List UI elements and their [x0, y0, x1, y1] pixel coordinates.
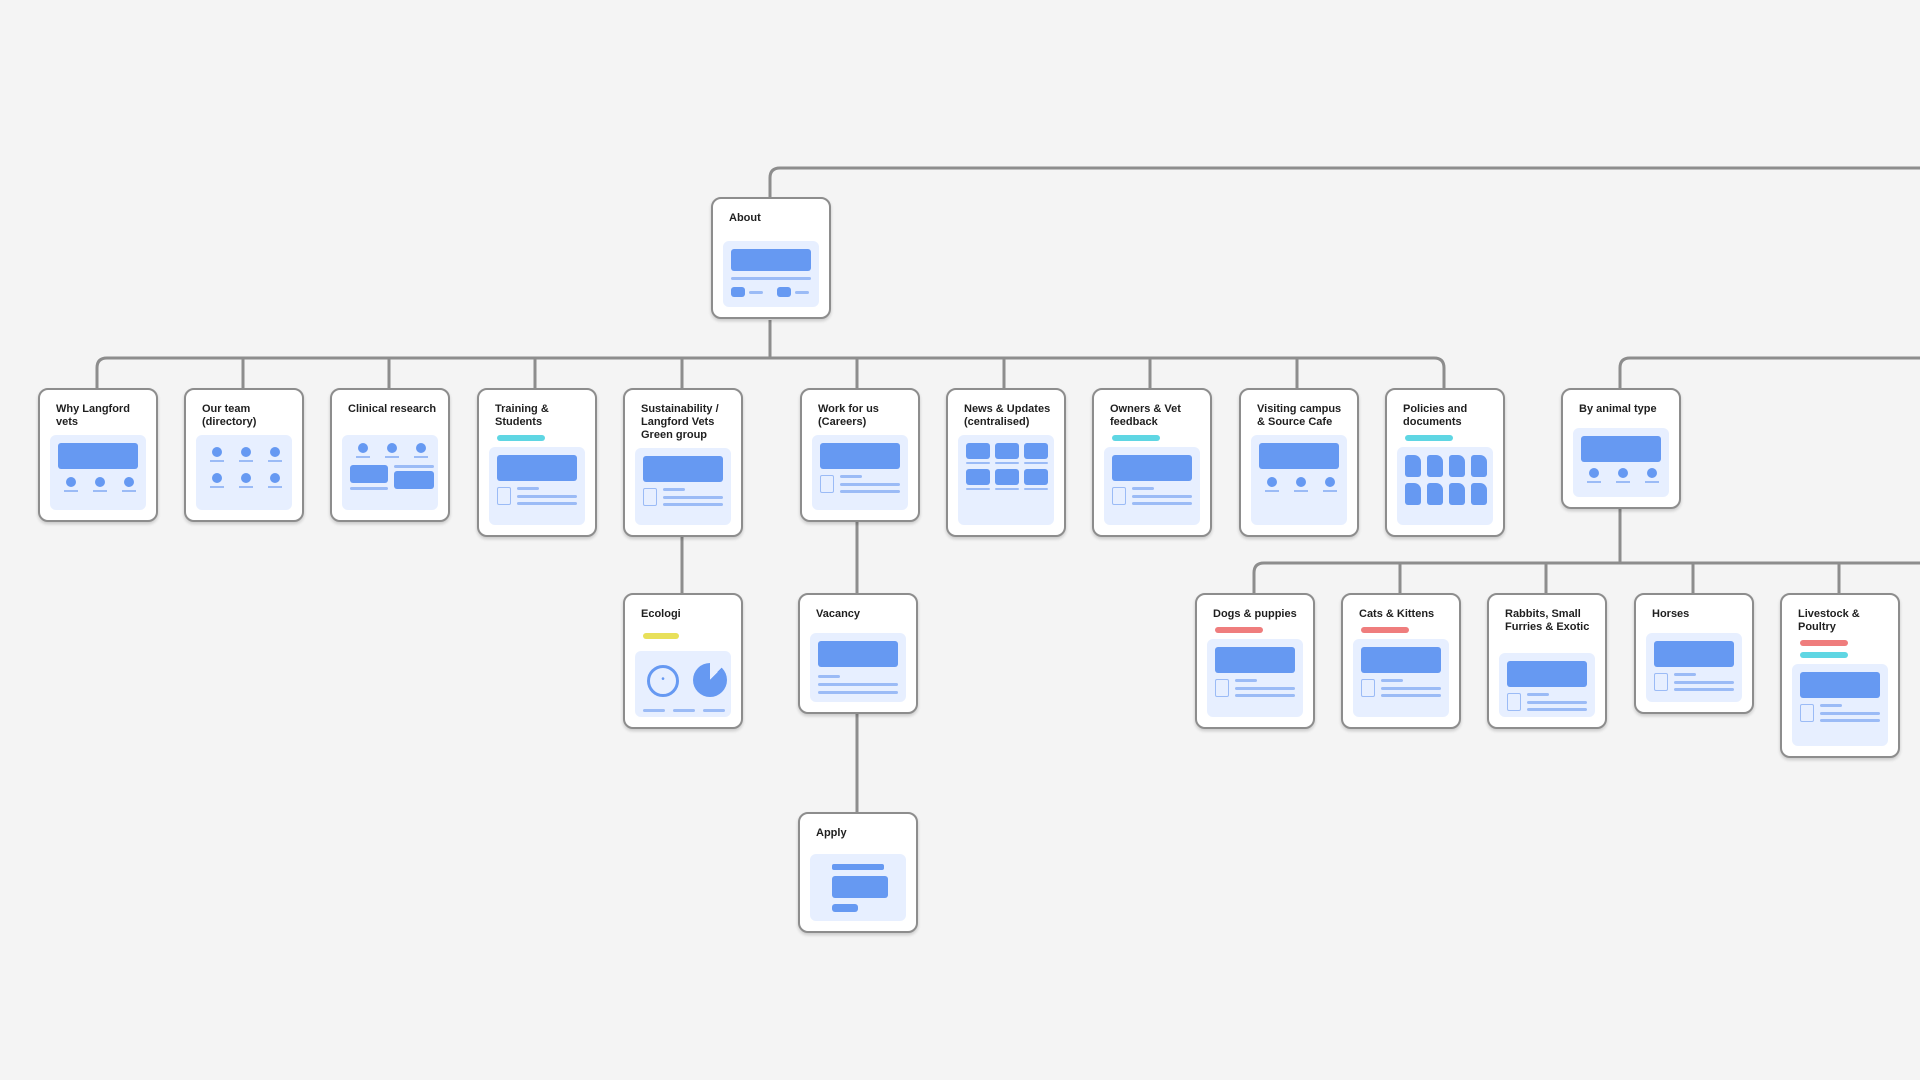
work-for-us-careers-card[interactable]: Work for us (Careers) [800, 388, 920, 522]
ecologi-card[interactable]: Ecologi [623, 593, 743, 729]
sustainability-langford-vets-green-group-card[interactable]: Sustainability / Langford Vets Green gro… [623, 388, 743, 537]
our-team-directory-card-title: Our team (directory) [202, 403, 257, 428]
owners-vet-feedback-card-title: Owners & Vet feedback [1110, 403, 1181, 428]
training-students-card-title: Training & Students [495, 403, 549, 428]
page-thumbnail [1104, 447, 1200, 525]
status-badge [1361, 627, 1409, 633]
visiting-campus-source-cafe-card[interactable]: Visiting campus & Source Cafe [1239, 388, 1359, 537]
page-thumbnail [342, 435, 438, 510]
visiting-campus-source-cafe-card-title: Visiting campus & Source Cafe [1257, 403, 1342, 428]
page-thumbnail [1251, 435, 1347, 525]
clinical-research-card[interactable]: Clinical research [330, 388, 450, 522]
vacancy-thumbnail [810, 633, 906, 702]
status-badge [1800, 652, 1848, 658]
page-thumbnail [958, 435, 1054, 525]
horses-card-title: Horses [1652, 608, 1690, 620]
cats-kittens-card-title: Cats & Kittens [1359, 608, 1435, 620]
by-animal-type-card-title: By animal type [1579, 403, 1657, 415]
why-langford-vets-card-title: Why Langford vets [56, 403, 130, 428]
by-animal-type-thumbnail [1573, 428, 1669, 497]
vacancy-card-title: Vacancy [816, 608, 861, 620]
page-thumbnail [635, 448, 731, 525]
livestock-poultry-card-title: Livestock & Poultry [1798, 608, 1860, 633]
page-thumbnail [489, 447, 585, 525]
owners-vet-feedback-card[interactable]: Owners & Vet feedback [1092, 388, 1212, 537]
by-animal-type-card[interactable]: By animal type [1561, 388, 1681, 509]
status-badge [497, 435, 545, 441]
cats-kittens-card[interactable]: Cats & Kittens [1341, 593, 1461, 729]
connector-about-top [768, 166, 1920, 197]
our-team-directory-card[interactable]: Our team (directory) [184, 388, 304, 522]
vacancy-card[interactable]: Vacancy [798, 593, 918, 714]
status-badge [1800, 640, 1848, 646]
page-thumbnail [1397, 447, 1493, 525]
clinical-research-card-title: Clinical research [348, 403, 437, 415]
why-langford-vets-card[interactable]: Why Langford vets [38, 388, 158, 522]
dogs-puppies-card-title: Dogs & puppies [1213, 608, 1297, 620]
page-thumbnail [196, 435, 292, 510]
apply-thumbnail [810, 854, 906, 921]
connector-animal-top [1618, 356, 1920, 388]
apply-card-title: Apply [816, 827, 847, 839]
apply-card[interactable]: Apply [798, 812, 918, 933]
work-for-us-careers-card-title: Work for us (Careers) [818, 403, 879, 428]
horses-card[interactable]: Horses [1634, 593, 1754, 714]
page-thumbnail [50, 435, 146, 510]
status-badge [1215, 627, 1263, 633]
page-thumbnail [812, 435, 908, 510]
ecologi-thumbnail [635, 651, 731, 717]
about-card-title: About [729, 212, 761, 224]
policies-and-documents-card[interactable]: Policies and documents [1385, 388, 1505, 537]
news-updates-centralised-card[interactable]: News & Updates (centralised) [946, 388, 1066, 537]
sustainability-langford-vets-green-group-card-title: Sustainability / Langford Vets Green gro… [641, 403, 719, 441]
about-card[interactable]: About [711, 197, 831, 319]
connector-animal-rail [1252, 561, 1920, 593]
policies-and-documents-card-title: Policies and documents [1403, 403, 1468, 428]
connector-about-rail [95, 356, 1446, 388]
status-badge [643, 633, 679, 639]
page-thumbnail [1353, 639, 1449, 717]
page-thumbnail [1207, 639, 1303, 717]
rabbits-small-furries-exotic-card[interactable]: Rabbits, Small Furries & Exotic [1487, 593, 1607, 729]
about-thumbnail [723, 241, 819, 307]
page-thumbnail [1792, 664, 1888, 746]
ecologi-card-title: Ecologi [641, 608, 681, 620]
training-students-card[interactable]: Training & Students [477, 388, 597, 537]
livestock-poultry-card[interactable]: Livestock & Poultry [1780, 593, 1900, 758]
rabbits-small-furries-exotic-card-title: Rabbits, Small Furries & Exotic [1505, 608, 1590, 633]
page-thumbnail [1646, 633, 1742, 702]
dogs-puppies-card[interactable]: Dogs & puppies [1195, 593, 1315, 729]
news-updates-centralised-card-title: News & Updates (centralised) [964, 403, 1051, 428]
page-thumbnail [1499, 653, 1595, 717]
status-badge [1112, 435, 1160, 441]
status-badge [1405, 435, 1453, 441]
